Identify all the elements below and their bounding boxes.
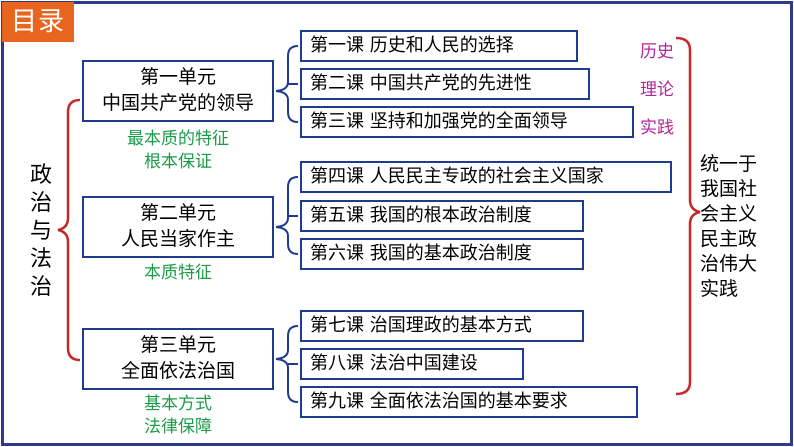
lesson-5: 第五课 我国的根本政治制度 bbox=[300, 200, 584, 232]
unit-box-1: 第一单元 中国共产党的领导 bbox=[82, 60, 274, 122]
unit-3-title: 全面依法治国 bbox=[120, 360, 235, 382]
lesson-7: 第七课 治国理政的基本方式 bbox=[300, 310, 584, 342]
unit-3-number: 第三单元 bbox=[139, 334, 216, 356]
unit-box-3: 第三单元 全面依法治国 bbox=[82, 328, 274, 390]
title-tab: 目录 bbox=[2, 2, 74, 42]
lesson-4: 第四课 人民民主专政的社会主义国家 bbox=[300, 161, 672, 193]
unit-2-notes: 本质特征 bbox=[144, 263, 212, 283]
lesson-2: 第二课 中国共产党的先进性 bbox=[300, 68, 590, 100]
conclusion-text: 统一于我国社会主义 民主政治伟大实践 bbox=[700, 153, 758, 300]
lesson-3: 第三课 坚持和加强党的全面领导 bbox=[300, 106, 634, 138]
unit-1-number: 第一单元 bbox=[139, 66, 216, 88]
unit-1-notes: 最本质的特征根本保证 bbox=[127, 129, 229, 172]
unit-3-notes: 基本方式法律保障 bbox=[144, 394, 212, 437]
lesson-9: 第九课 全面依法治国的基本要求 bbox=[300, 386, 638, 418]
unit-box-2: 第二单元 人民当家作主 bbox=[82, 196, 274, 258]
practice-labels: 历史理论实践 bbox=[640, 42, 674, 138]
lesson-1: 第一课 历史和人民的选择 bbox=[300, 30, 578, 62]
unit-2-title: 人民当家作主 bbox=[120, 228, 235, 250]
unit-1-title: 中国共产党的领导 bbox=[101, 92, 254, 114]
lesson-6: 第六课 我国的基本政治制度 bbox=[300, 238, 584, 270]
lesson-8: 第八课 法治中国建设 bbox=[300, 348, 524, 380]
root-label: 政治与法治 bbox=[29, 163, 52, 300]
unit-2-number: 第二单元 bbox=[139, 202, 216, 224]
